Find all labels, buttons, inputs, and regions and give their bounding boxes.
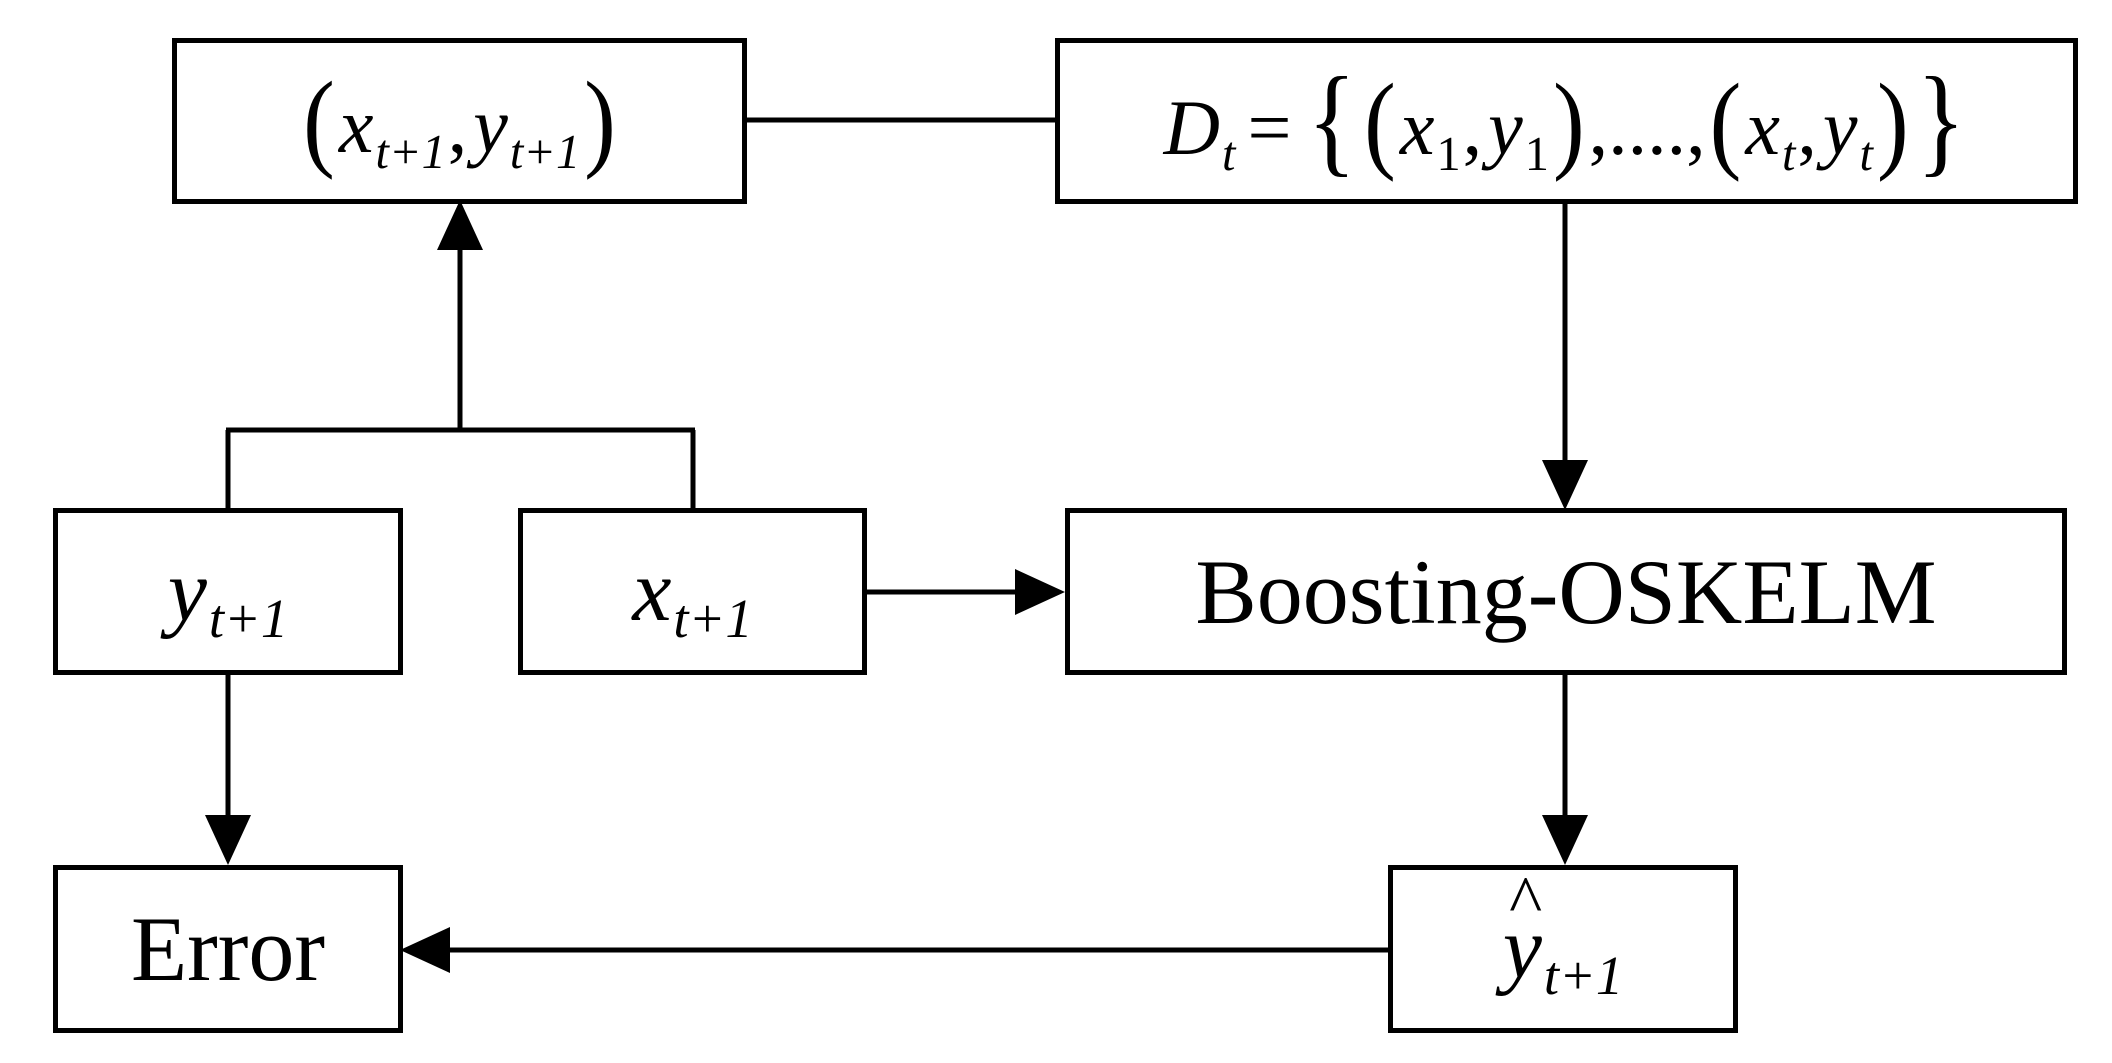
- arrowhead-dataset-to-model: [1542, 460, 1588, 510]
- arrowhead-x-to-model: [1015, 569, 1065, 615]
- y-symbol: y: [1502, 900, 1542, 997]
- dataset-subscript: t: [1222, 127, 1236, 181]
- x-last: x: [1745, 84, 1780, 172]
- error-label: Error: [130, 898, 326, 1000]
- arrowhead-model-to-pred: [1542, 815, 1588, 865]
- y-subscript: t+1: [509, 125, 581, 179]
- equals-sign: =: [1247, 84, 1292, 172]
- model-label: Boosting-OSKELM: [1195, 540, 1937, 643]
- paren-open-first: (: [1364, 61, 1396, 184]
- arrowhead-pred-to-error: [400, 927, 450, 973]
- y-pred-subscript: t+1: [1543, 945, 1624, 1007]
- x-symbol: x: [632, 542, 672, 640]
- x-first: x: [1399, 84, 1435, 172]
- y-first-subscript: 1: [1524, 127, 1549, 181]
- x-last-subscript: t: [1781, 127, 1796, 181]
- ellipsis: ,....,: [1588, 84, 1706, 172]
- paren-open: (: [303, 59, 335, 182]
- y-first: y: [1488, 84, 1523, 172]
- y-last-subscript: t: [1859, 127, 1873, 181]
- y-last: y: [1822, 84, 1858, 172]
- node-error: Error: [53, 865, 403, 1033]
- x-subscript: t+1: [375, 125, 446, 179]
- y-hat-symbol: ^ y: [1503, 866, 1542, 993]
- x-symbol: x: [338, 82, 374, 170]
- node-y-pred: ^ y t+1: [1388, 865, 1738, 1033]
- y-pred-expression: ^ y t+1: [1503, 866, 1623, 1003]
- paren-close-first: ): [1552, 61, 1585, 184]
- node-model: Boosting-OSKELM: [1065, 508, 2067, 675]
- x-subscript: t+1: [673, 587, 753, 649]
- y-symbol: y: [473, 82, 508, 170]
- comma-first: ,: [1462, 84, 1483, 172]
- x-first-subscript: 1: [1436, 127, 1461, 181]
- arrowhead-y-to-error: [205, 815, 251, 865]
- paren-open-last: (: [1709, 61, 1742, 184]
- brace-open: {: [1307, 52, 1357, 188]
- dataset-symbol: D: [1163, 84, 1220, 172]
- hat-accent: ^: [1509, 862, 1543, 941]
- y-symbol: y: [167, 542, 207, 640]
- brace-close: }: [1916, 52, 1966, 188]
- paren-close-last: ): [1876, 61, 1909, 184]
- y-subscript: t+1: [208, 587, 289, 649]
- comma: ,: [447, 82, 468, 170]
- arrowhead-join-to-pair: [437, 200, 483, 250]
- paren-close: ): [584, 59, 616, 182]
- comma-last: ,: [1797, 84, 1817, 172]
